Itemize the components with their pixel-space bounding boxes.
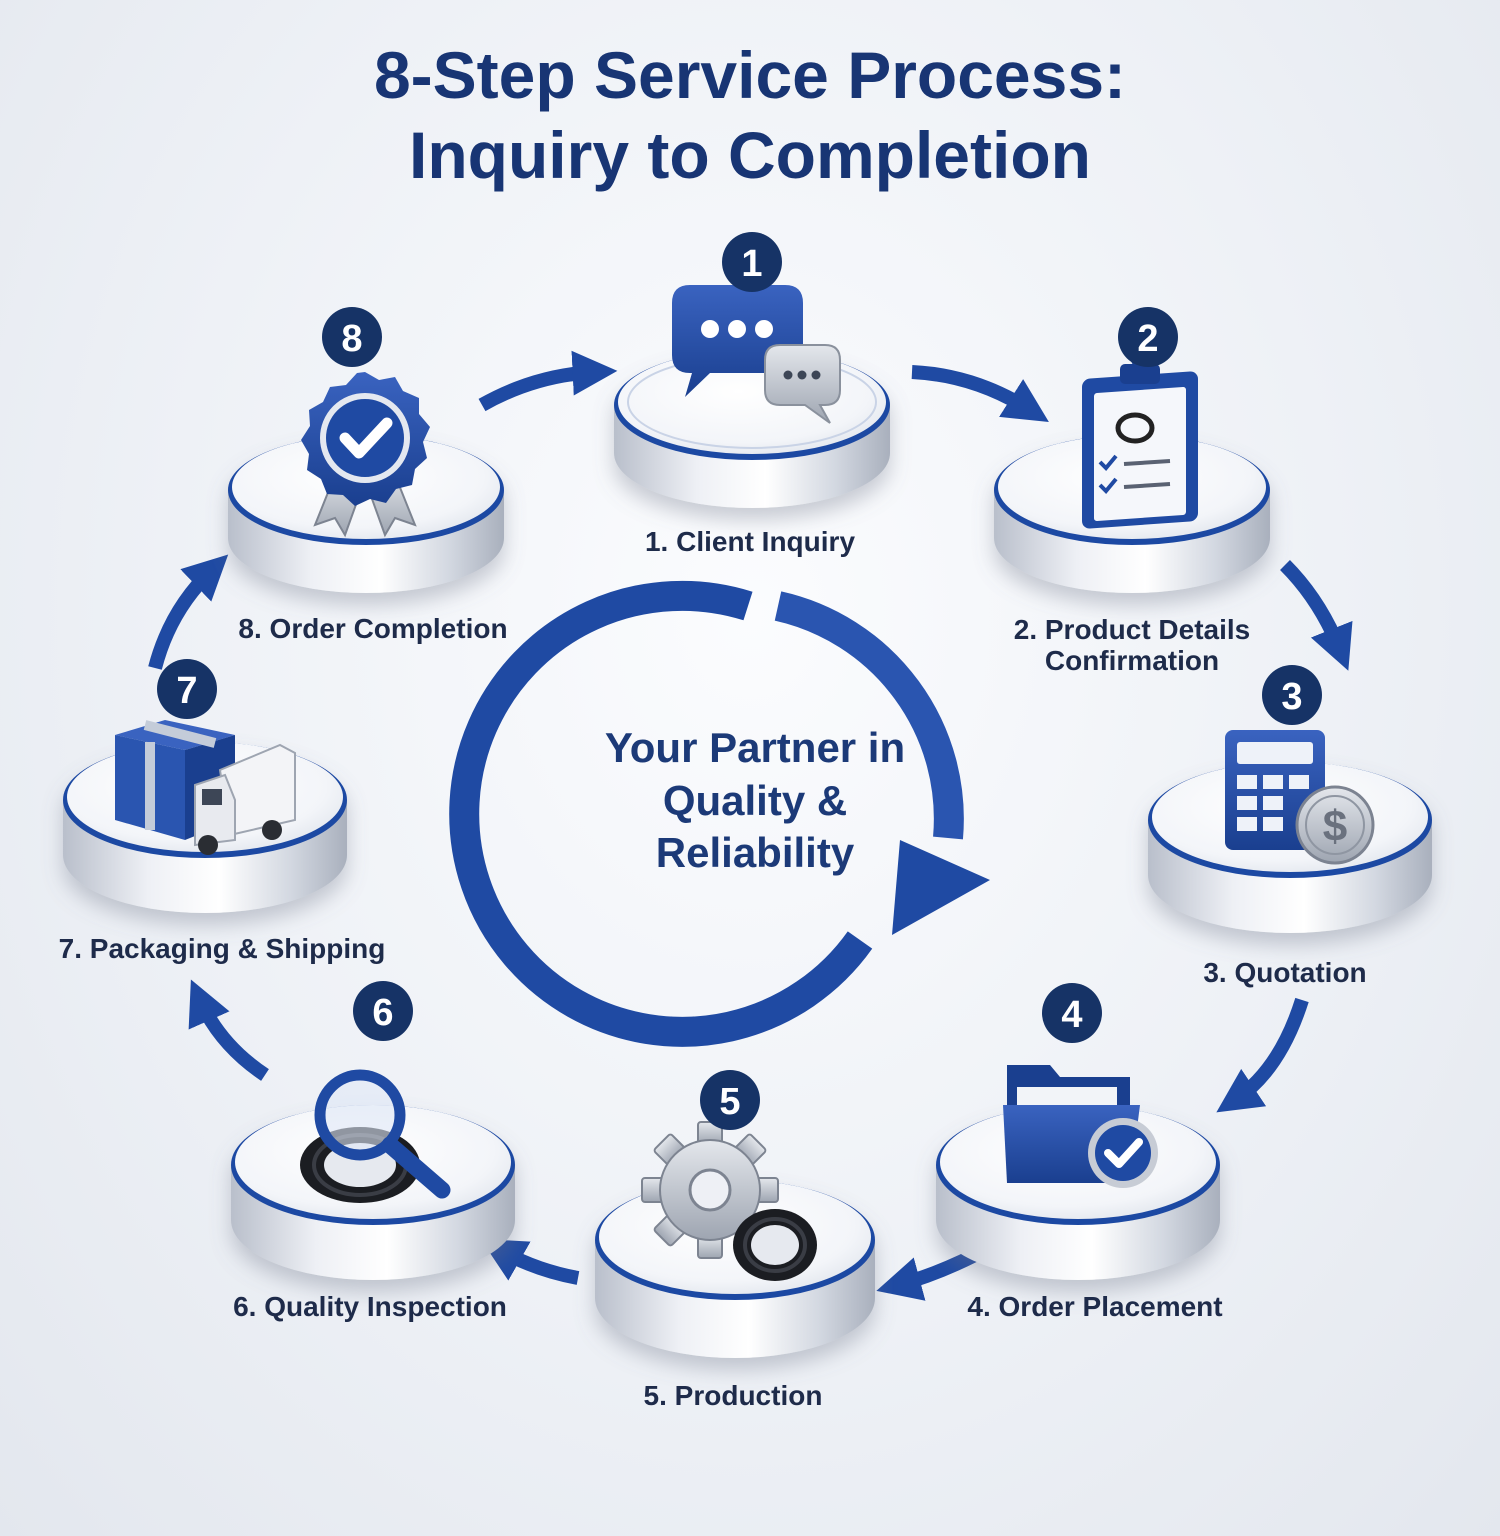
clipboard-checklist-icon bbox=[1082, 350, 1198, 529]
award-badge-icon bbox=[301, 372, 430, 538]
calculator-coin-icon: $ bbox=[1225, 730, 1375, 865]
step-label-2-line-1: 2. Product Details bbox=[1013, 614, 1251, 645]
box-truck-icon bbox=[115, 720, 296, 855]
step-number-7: 7 bbox=[157, 659, 217, 719]
center-slogan-line-3: Reliability bbox=[655, 829, 855, 876]
step-label-1: 1. Client Inquiry bbox=[644, 526, 856, 557]
svg-text:4: 4 bbox=[1061, 994, 1082, 1036]
svg-text:6: 6 bbox=[372, 992, 393, 1034]
page-title-line-2: Inquiry to Completion bbox=[409, 118, 1091, 192]
step-number-1: 1 bbox=[722, 232, 782, 292]
page-title-line-1: 8-Step Service Process: bbox=[373, 38, 1127, 112]
arrow-5-to-6 bbox=[480, 1238, 580, 1285]
svg-text:3: 3 bbox=[1281, 676, 1302, 718]
folder-check-icon bbox=[1003, 1065, 1158, 1188]
svg-text:7: 7 bbox=[176, 670, 197, 712]
step-number-5: 5 bbox=[700, 1070, 760, 1130]
arrow-1-to-2 bbox=[911, 365, 1049, 423]
step-number-8: 8 bbox=[322, 307, 382, 367]
center-slogan-line-2: Quality & bbox=[662, 776, 848, 824]
arrow-4-to-5 bbox=[876, 1248, 979, 1301]
magnifier-seal-icon bbox=[300, 1069, 451, 1203]
step-number-3: 3 bbox=[1262, 665, 1322, 725]
step-label-3: 3. Quotation bbox=[1203, 957, 1367, 988]
svg-text:2: 2 bbox=[1137, 318, 1158, 360]
step-label-2: 2. Product Details Confirmation bbox=[1013, 614, 1251, 677]
step-number-6: 6 bbox=[353, 981, 413, 1041]
svg-text:8: 8 bbox=[341, 318, 362, 360]
center-slogan-line-1: Your Partner in bbox=[604, 724, 906, 771]
flow-arrows bbox=[148, 350, 1353, 1301]
arrow-6-to-7 bbox=[188, 979, 269, 1081]
arrow-8-to-1 bbox=[478, 350, 618, 412]
step-label-5: 5. Production bbox=[643, 1380, 823, 1411]
step-number-4: 4 bbox=[1042, 983, 1102, 1043]
arrow-3-to-4 bbox=[1216, 997, 1309, 1113]
arrow-7-to-8 bbox=[148, 554, 229, 670]
chat-bubbles-icon bbox=[672, 285, 841, 424]
step-label-6: 6. Quality Inspection bbox=[233, 1291, 507, 1322]
step-label-7: 7. Packaging & Shipping bbox=[58, 933, 386, 964]
step-number-2: 2 bbox=[1118, 307, 1178, 367]
center-slogan: Your Partner in Quality & Reliability bbox=[570, 722, 940, 880]
step-label-4: 4. Order Placement bbox=[967, 1291, 1223, 1322]
svg-text:$: $ bbox=[1323, 802, 1347, 851]
platform-1 bbox=[614, 350, 890, 508]
center-cycle-arrow bbox=[449, 580, 990, 1047]
arrow-2-to-3 bbox=[1280, 560, 1353, 671]
step-label-8: 8. Order Completion bbox=[238, 613, 508, 644]
step-label-2-line-2: Confirmation bbox=[1044, 644, 1220, 676]
svg-text:1: 1 bbox=[741, 243, 762, 285]
step-number-badges: 1 2 3 4 5 6 7 8 bbox=[157, 232, 1322, 1130]
gear-seal-icon bbox=[641, 1121, 817, 1281]
svg-text:5: 5 bbox=[719, 1081, 740, 1123]
